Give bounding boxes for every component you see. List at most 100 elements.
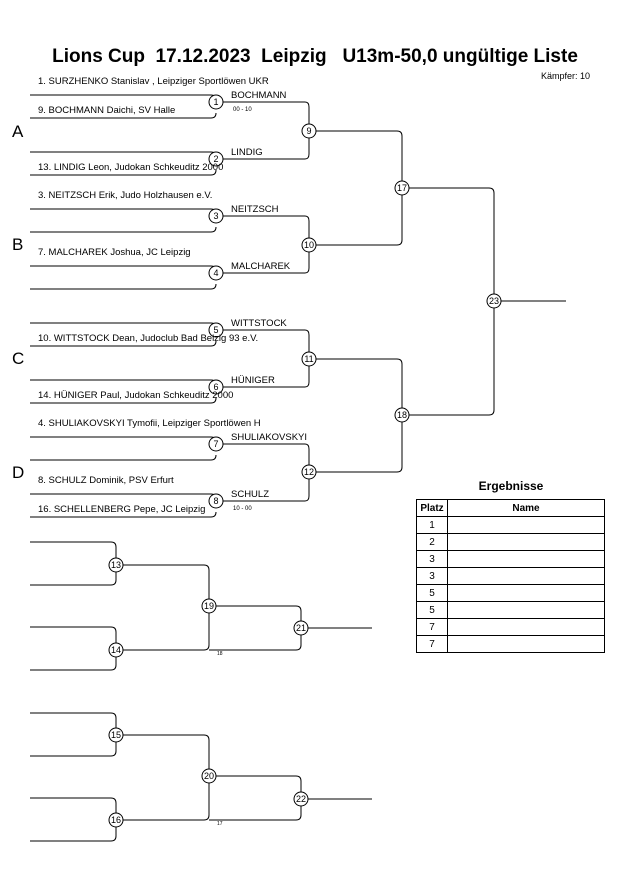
- fight-number: 21: [296, 623, 306, 633]
- entry-name: 4. SHULIAKOVSKYI Tymofii, Leipziger Spor…: [38, 418, 261, 429]
- bracket-line: [30, 797, 117, 815]
- fight-circle: [208, 265, 224, 281]
- place: 3: [416, 567, 448, 585]
- bracket-line: [30, 436, 217, 443]
- bracket-line: [30, 379, 217, 386]
- bracket-line: [30, 493, 217, 500]
- fight-circle: [208, 208, 224, 224]
- winner-name: LINDIG: [231, 147, 263, 158]
- fight-number: 10: [304, 240, 314, 250]
- bracket-line: [30, 322, 217, 329]
- result-row: 5: [416, 584, 605, 602]
- bracket-line: [216, 329, 310, 354]
- pool-label: D: [12, 463, 24, 482]
- entry-name: 10. WITTSTOCK Dean, Judoclub Bad Belzig …: [38, 333, 258, 344]
- fight-circle: [394, 180, 410, 196]
- bracket-line: [116, 781, 210, 821]
- bracket-line: [116, 734, 210, 771]
- fight-circle: [293, 791, 309, 807]
- place: 7: [416, 618, 448, 636]
- fight-score: 10 - 00: [233, 506, 252, 512]
- fight-number: 5: [213, 325, 218, 335]
- bracket-line: [309, 193, 403, 246]
- fight-number: 1: [213, 97, 218, 107]
- bracket-line: [30, 626, 117, 645]
- winner-name: BOCHMANN: [231, 90, 287, 101]
- bracket-line: [216, 215, 310, 240]
- entry-name: 13. LINDIG Leon, Judokan Schkeuditz 2000: [38, 162, 223, 173]
- page-title: Lions Cup 17.12.2023 Leipzig U13m-50,0 u…: [52, 46, 578, 67]
- fight-number: 6: [213, 382, 218, 392]
- result-row: 1: [416, 516, 605, 534]
- name-cell: [447, 567, 605, 585]
- results-table: Platz Name 1 2 3 3 5 5 7 7: [416, 499, 605, 653]
- result-row: 3: [416, 567, 605, 585]
- place: 5: [416, 601, 448, 619]
- place: 7: [416, 635, 448, 653]
- winner-name: SCHULZ: [231, 489, 269, 500]
- fight-score: 00 - 10: [233, 107, 252, 113]
- fight-number: 15: [111, 730, 121, 740]
- fight-number: 22: [296, 794, 306, 804]
- entry-name: 3. NEITZSCH Erik, Judo Holzhausen e.V.: [38, 190, 212, 201]
- entry-name: 9. BOCHMANN Daichi, SV Halle: [38, 105, 175, 116]
- name-cell: [447, 584, 605, 602]
- bracket-line: [209, 775, 302, 794]
- bracket-line: [30, 655, 117, 671]
- bracket-line: [30, 570, 117, 586]
- place: 1: [416, 516, 448, 534]
- col-name: Name: [447, 499, 605, 517]
- fight-number: 11: [304, 354, 313, 364]
- fight-circle: [293, 620, 309, 636]
- fight-number: 7: [213, 439, 218, 449]
- entry-name: 8. SCHULZ Dominik, PSV Erfurt: [38, 475, 174, 486]
- name-cell: [447, 618, 605, 636]
- bracket-line: [216, 136, 310, 160]
- results-title: Ergebnisse: [478, 479, 544, 493]
- fight-number: 3: [213, 211, 218, 221]
- winner-name: MALCHAREK: [231, 261, 291, 272]
- bracket-line: [30, 511, 217, 518]
- bracket-line: [30, 226, 217, 233]
- fight-circle: [208, 94, 224, 110]
- fight-number: 19: [204, 601, 214, 611]
- bracket-line: [116, 564, 210, 601]
- fight-number: 4: [213, 268, 218, 278]
- place: 2: [416, 533, 448, 551]
- fight-circle: [208, 493, 224, 509]
- bracket-line: [30, 740, 117, 757]
- winner-name: HÜNIGER: [231, 375, 275, 386]
- fight-circle: [301, 464, 317, 480]
- fight-number: 9: [306, 126, 311, 136]
- fight-circle: [301, 237, 317, 253]
- name-cell: [447, 550, 605, 568]
- fight-number: 14: [111, 645, 121, 655]
- winner-name: NEITZSCH: [231, 204, 279, 215]
- fight-number: 17: [397, 183, 407, 193]
- fighter-count: Kämpfer: 10: [541, 71, 591, 81]
- bracket-line: [216, 443, 310, 468]
- entry-name: 16. SCHELLENBERG Pepe, JC Leipzig: [38, 504, 205, 515]
- bracket-line: [216, 478, 310, 502]
- fight-circle: [108, 727, 124, 743]
- bracket-line: [30, 112, 217, 119]
- fight-number: 12: [304, 467, 314, 477]
- winner-name: SHULIAKOVSKYI: [231, 432, 307, 443]
- col-place: Platz: [416, 499, 448, 517]
- pool-label: B: [12, 235, 23, 254]
- place: 5: [416, 584, 448, 602]
- bracket-line: [30, 454, 217, 461]
- fight-circle: [394, 407, 410, 423]
- name-cell: [447, 516, 605, 534]
- fight-number: 13: [111, 560, 121, 570]
- bracket-line: [209, 633, 302, 651]
- name-cell: [447, 635, 605, 653]
- bracket-line: [216, 364, 310, 388]
- pool-label: A: [12, 122, 24, 141]
- fight-circle: [108, 812, 124, 828]
- result-row: 7: [416, 635, 605, 653]
- bracket-line: [216, 101, 310, 126]
- bracket-line: [30, 151, 217, 158]
- fight-ref: 18: [217, 651, 223, 657]
